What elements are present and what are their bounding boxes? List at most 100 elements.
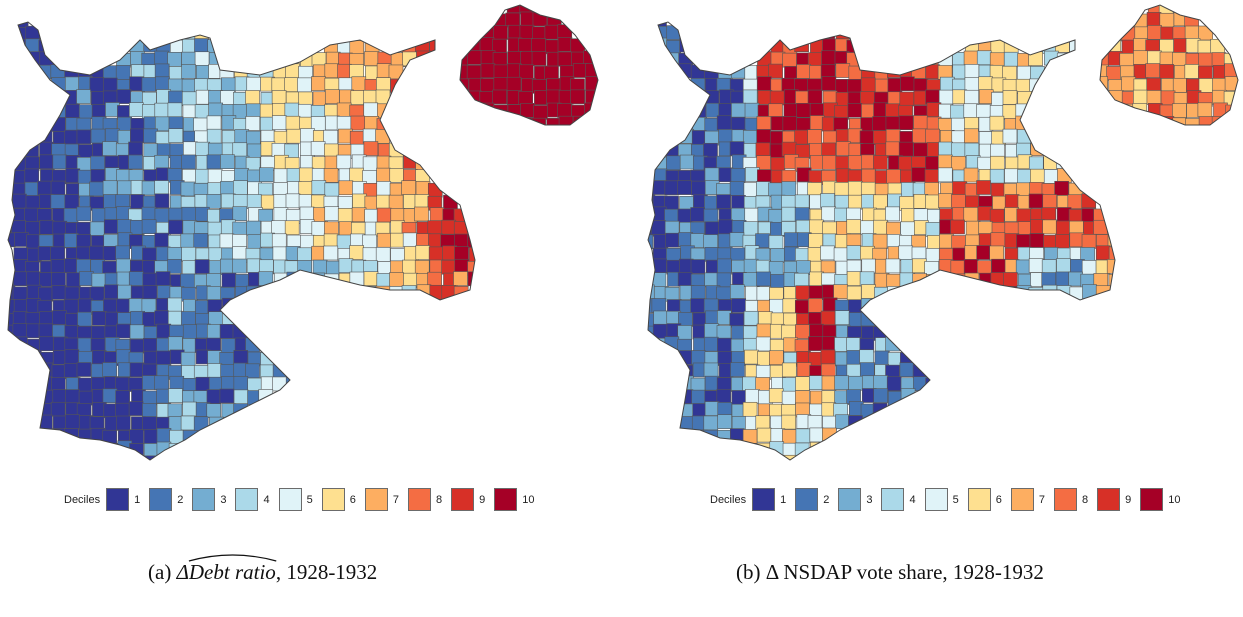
district [937, 154, 953, 170]
district [1081, 234, 1097, 249]
district [757, 90, 773, 105]
district [181, 51, 196, 67]
district [743, 442, 758, 458]
district [1030, 141, 1046, 156]
district [156, 428, 172, 443]
district [154, 310, 170, 326]
district [194, 51, 210, 67]
district [518, 38, 533, 53]
district [76, 221, 92, 237]
district [731, 416, 747, 431]
district [181, 246, 196, 262]
district [938, 89, 954, 105]
district [64, 286, 80, 302]
district [154, 232, 170, 248]
district [76, 234, 91, 249]
district [39, 219, 55, 235]
district [402, 259, 417, 275]
district [704, 130, 720, 146]
legend-item-decile-2: 2 [149, 488, 183, 511]
district [925, 128, 940, 144]
district [807, 129, 823, 144]
district [142, 91, 157, 107]
district [182, 260, 197, 275]
district [246, 103, 261, 119]
district [78, 104, 94, 119]
district [12, 310, 28, 326]
district [937, 167, 953, 183]
district [193, 233, 209, 248]
district [557, 103, 572, 118]
district [952, 64, 968, 80]
legend-item-decile-7: 7 [364, 488, 399, 511]
district [770, 274, 786, 289]
district [336, 154, 352, 170]
district [755, 142, 771, 158]
choropleth-map-nsdap-vote-share[interactable] [640, 0, 1240, 470]
legend-swatch [494, 488, 518, 511]
district [1159, 51, 1175, 67]
district [298, 194, 314, 209]
district [129, 362, 145, 378]
district [964, 64, 980, 79]
district [390, 208, 406, 223]
legend-swatch [106, 488, 130, 511]
district [221, 376, 236, 391]
district [691, 180, 706, 196]
district [899, 362, 915, 378]
district [141, 77, 157, 92]
caption-suffix: , 1928-1932 [942, 560, 1044, 584]
district [544, 65, 559, 81]
district [558, 115, 574, 131]
legend-label: 7 [392, 493, 399, 506]
district [234, 167, 249, 183]
choropleth-map-debt-ratio[interactable] [0, 0, 600, 470]
caption-debt-ratio: (a) ΔDebt ratio, 1928-1932 [148, 554, 377, 585]
district [846, 285, 862, 301]
district [403, 272, 418, 288]
district [677, 325, 692, 340]
district [193, 416, 209, 432]
district [1003, 272, 1018, 287]
district [429, 207, 445, 222]
district [758, 311, 773, 326]
district [781, 324, 796, 340]
legend-item-decile-6: 6 [321, 488, 356, 511]
district [1147, 50, 1162, 66]
district [37, 246, 53, 261]
legend-item-decile-2: 2 [795, 488, 829, 511]
legend-label: 4 [909, 493, 916, 506]
district [885, 258, 901, 274]
district [716, 194, 731, 209]
district [37, 180, 52, 196]
district [1081, 260, 1097, 275]
district [52, 415, 68, 431]
district [376, 181, 392, 196]
district [664, 180, 680, 196]
district [1067, 194, 1083, 210]
district [168, 388, 183, 403]
district [245, 337, 260, 353]
district [260, 352, 275, 367]
district [963, 50, 979, 66]
district [102, 245, 118, 261]
district [795, 219, 811, 235]
district [859, 271, 875, 287]
district [102, 388, 118, 404]
district [794, 272, 809, 288]
district [363, 141, 379, 156]
district [66, 272, 81, 288]
district [1017, 169, 1032, 184]
district [141, 180, 157, 196]
district [207, 168, 223, 184]
district [795, 247, 810, 263]
district [129, 76, 144, 92]
district [901, 208, 916, 223]
district [467, 271, 483, 287]
district [206, 115, 222, 131]
district [38, 362, 54, 378]
district [872, 130, 888, 145]
district [128, 377, 144, 392]
country-outline [459, 4, 599, 126]
